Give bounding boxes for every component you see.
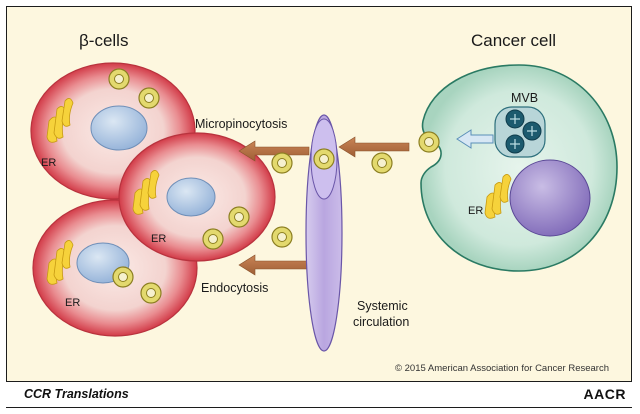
er-label-cancer-cell: ER (468, 205, 484, 217)
mvb-label: MVB (511, 91, 539, 105)
er-icon (46, 240, 74, 285)
beta-cells-heading: β-cells (79, 31, 129, 50)
diagram-canvas (7, 7, 631, 381)
er-label-top-cell: ER (41, 157, 57, 169)
systemic-label: Systemic (357, 299, 408, 313)
copyright-notice: © 2015 American Association for Cancer R… (395, 363, 609, 374)
aacr-logo: AACR (583, 386, 626, 402)
exosome-release-arrow (456, 129, 494, 149)
er-label-bottom-cell: ER (65, 297, 81, 309)
cancer-cell (420, 64, 618, 272)
er-icon (484, 174, 512, 219)
er-label-middle-cell: ER (151, 233, 167, 245)
mvb-icon (494, 106, 546, 158)
series-title: CCR Translations (24, 387, 129, 401)
footer-bar: CCR Translations AACR (6, 382, 632, 408)
micropinocytosis-label: Micropinocytosis (195, 117, 288, 131)
beta-cell-middle (118, 132, 276, 262)
cancer-cell-heading: Cancer cell (471, 31, 557, 50)
circulation-label: circulation (353, 315, 410, 329)
er-icon (132, 170, 160, 215)
er-icon (46, 98, 74, 143)
arrow-micropinocytosis (238, 140, 310, 162)
figure-panel: β-cells Cancer cell MVB ER ER ER ER Micr… (6, 6, 632, 382)
endocytosis-label: Endocytosis (201, 281, 269, 295)
arrow-from-cancer-cell (338, 136, 410, 158)
